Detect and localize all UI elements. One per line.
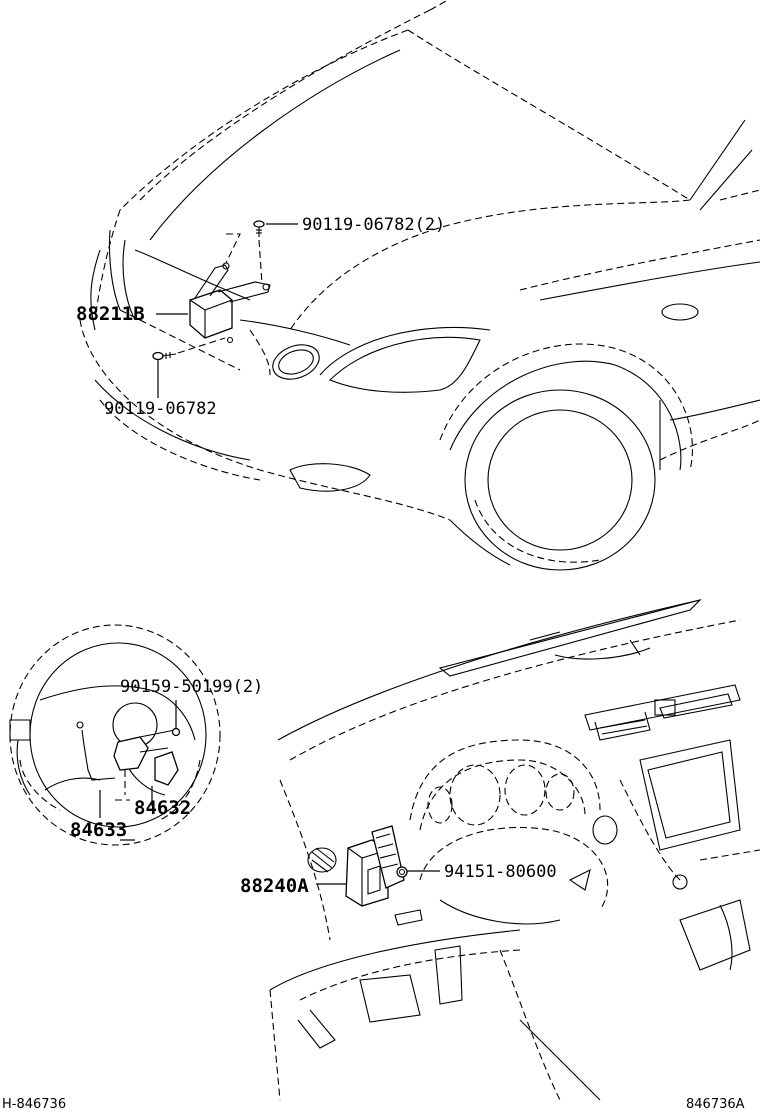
cruise-computer-module <box>345 825 405 907</box>
steering-switch-assembly <box>76 721 181 801</box>
wheel-leader-lines <box>99 700 177 841</box>
callout-bolt-top: 90119-06782(2) <box>302 215 445 235</box>
callout-sensor-front: 88211B <box>76 303 145 325</box>
footer-left-code: H-846736 <box>2 1097 66 1112</box>
front-radar-sensor <box>189 262 271 344</box>
steering-wheel-illustration <box>9 624 221 846</box>
callout-computer: 88240A <box>240 875 309 897</box>
callout-screw-wheel: 90159-50199(2) <box>120 677 263 697</box>
dashboard-illustration <box>269 598 760 1101</box>
car-front-illustration <box>79 0 760 571</box>
callout-bolt-lower: 90119-06782 <box>104 399 217 419</box>
dash-leader-lines <box>316 870 440 885</box>
callout-clip: 94151-80600 <box>444 862 557 882</box>
callout-switch-a: 84632 <box>134 797 191 819</box>
clip-icon <box>396 866 408 878</box>
footer-right-code: 846736A <box>686 1097 745 1112</box>
callout-switch-b: 84633 <box>70 819 127 841</box>
upper-leader-lines <box>156 223 298 398</box>
bolt-top-icon <box>225 220 265 285</box>
bolt-lower-icon <box>152 337 226 361</box>
